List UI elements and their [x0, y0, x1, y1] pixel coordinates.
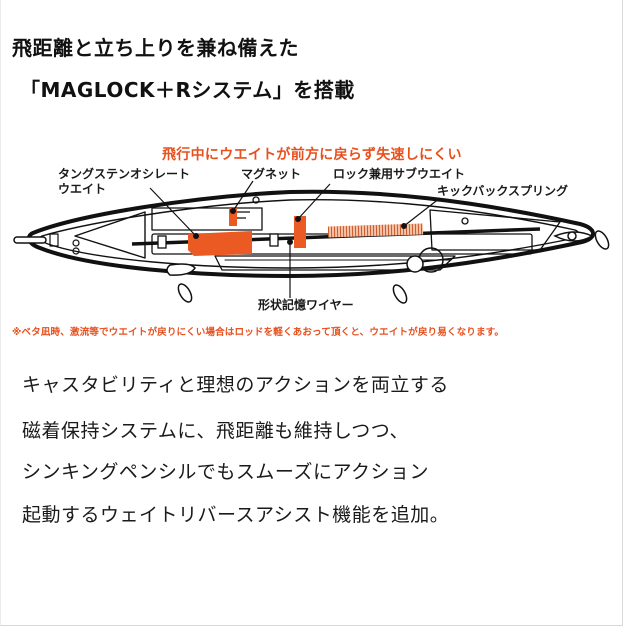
label-tungsten-weight-line1: タングステンオシレート: [58, 167, 191, 181]
belly-hook-eye-rear: [392, 255, 424, 304]
line-tie: [13, 236, 47, 244]
usage-note: ※ベタ凪時、激流等でウエイトが戻りにくい場合はロッドを軽くあおって頂くと、ウエイ…: [12, 327, 505, 338]
label-tungsten-weight-line2: ウエイト: [58, 182, 107, 196]
label-shape-memory-wire: 形状記憶ワイヤー: [258, 298, 354, 312]
description-line-4: 起動するウェイトリバースアシスト機能を追加。: [22, 504, 450, 526]
description-line-1: キャスタビリティと理想のアクションを両立する: [22, 374, 449, 396]
belly-hook-eye-front: [166, 263, 196, 303]
callout-headline: 飛行中にウエイトが前方に戻らず失速しにくい: [162, 147, 462, 163]
headline-line-2: 「MAGLOCK＋Rシステム」を搭載: [20, 78, 355, 102]
description-line-3: シンキングペンシルでもスムーズにアクション: [22, 461, 430, 483]
label-kickback-spring: キックバックスプリング: [437, 184, 569, 198]
tail-hook-eye: [553, 230, 610, 250]
lure-cross-section-diagram: [13, 180, 610, 304]
description-line-2: 磁着保持システムに、飛距離も維持しつつ、: [22, 420, 409, 442]
kickback-spring: [327, 223, 424, 238]
label-tungsten-weight: タングステンオシレート ウエイト: [58, 167, 190, 197]
label-magnet: マグネット: [241, 167, 302, 181]
orange-components: [188, 208, 306, 256]
headline-line-1: 飛距離と立ち上りを兼ね備えた: [12, 36, 299, 60]
label-lock-sub-weight: ロック兼用サブウエイト: [333, 167, 466, 181]
